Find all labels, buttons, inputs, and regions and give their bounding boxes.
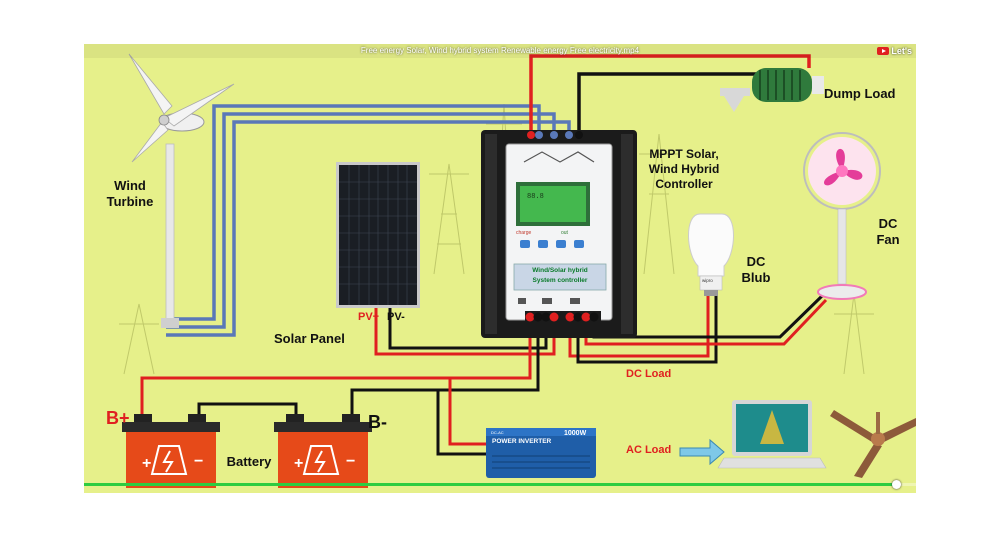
video-progress-bar[interactable]: [84, 480, 916, 489]
battery-left-icon: + −: [122, 414, 220, 488]
controller-top-terminals: [525, 130, 583, 140]
svg-text:−: −: [346, 453, 355, 470]
pv-minus-label: PV-: [387, 311, 405, 323]
dc-load-wire-red: [568, 296, 710, 358]
pv-wire-red: [374, 302, 556, 356]
battery-link: [197, 402, 298, 416]
pv-plus-label: PV+: [358, 311, 380, 323]
dc-blub-label: DC Blub: [741, 254, 771, 285]
controller-panel-title-1: Wind/Solar hybrid: [532, 267, 588, 274]
dc-fan-icon: [803, 132, 881, 300]
video-progress-handle[interactable]: [892, 480, 902, 489]
wind-turbine-label: Wind Turbine: [106, 178, 154, 209]
inverter-wire-black: [436, 390, 488, 456]
battery-wire-black: [350, 323, 540, 416]
inverter-wire-red: [448, 378, 488, 446]
inverter-name: POWER INVERTER: [492, 438, 552, 445]
video-progress-fill: [84, 483, 897, 486]
youtube-icon: [877, 47, 890, 55]
wiring-diagram: 88.8: [119, 53, 916, 488]
dump-wire-black: [577, 72, 756, 136]
dc-load-label: DC Load: [626, 368, 672, 380]
dc-fan-label: DC Fan: [876, 216, 900, 247]
video-title: Free energy Solar, Wind hybrid system Re…: [84, 44, 916, 58]
power-inverter-icon: [486, 428, 596, 478]
svg-text:−: −: [194, 453, 203, 470]
dump-wire-red: [529, 54, 811, 136]
battery-negative-label: B-: [368, 412, 387, 432]
channel-brand[interactable]: Let's: [877, 46, 912, 56]
battery-label: Battery: [226, 454, 272, 469]
dc-load-wire-black: [576, 296, 718, 364]
ceiling-fan-icon: [830, 410, 916, 478]
controller-charge-label: charge: [516, 230, 532, 236]
controller-terminals: [525, 311, 601, 324]
wind-turbine-icon: [128, 53, 235, 328]
mppt-controller: 88.8: [481, 130, 637, 338]
inverter-watt: 1000W: [564, 430, 587, 437]
dc-bulb-icon: [688, 213, 734, 296]
controller-label: MPPT Solar, Wind Hybrid Controller: [648, 147, 720, 191]
svg-text:88.8: 88.8: [527, 193, 544, 201]
ac-load-arrow: [679, 438, 725, 466]
controller-panel-title-2: System controller: [532, 277, 588, 284]
controller-out-label: out: [561, 230, 568, 236]
bulb-brand-text: wipro: [702, 278, 713, 283]
battery-positive-label: B+: [106, 408, 130, 428]
dump-load-icon: [720, 68, 824, 112]
battery-wire-red: [140, 323, 532, 416]
svg-text:+: +: [294, 455, 303, 472]
solar-panel-label: Solar Panel: [274, 331, 345, 346]
laptop-icon: [717, 400, 827, 469]
brand-text: Let's: [891, 46, 912, 56]
dump-load-label: Dump Load: [824, 86, 896, 101]
wind-wire-1: [166, 104, 541, 321]
wind-wires: [166, 104, 571, 337]
battery-right-icon: + −: [274, 414, 372, 488]
video-frame: 88.8: [84, 44, 916, 493]
solar-panel-icon: [336, 162, 420, 308]
ac-load-label: AC Load: [626, 444, 672, 456]
inverter-brand: DC-AC: [491, 430, 504, 435]
wind-wire-3: [166, 120, 571, 337]
svg-text:+: +: [142, 455, 151, 472]
